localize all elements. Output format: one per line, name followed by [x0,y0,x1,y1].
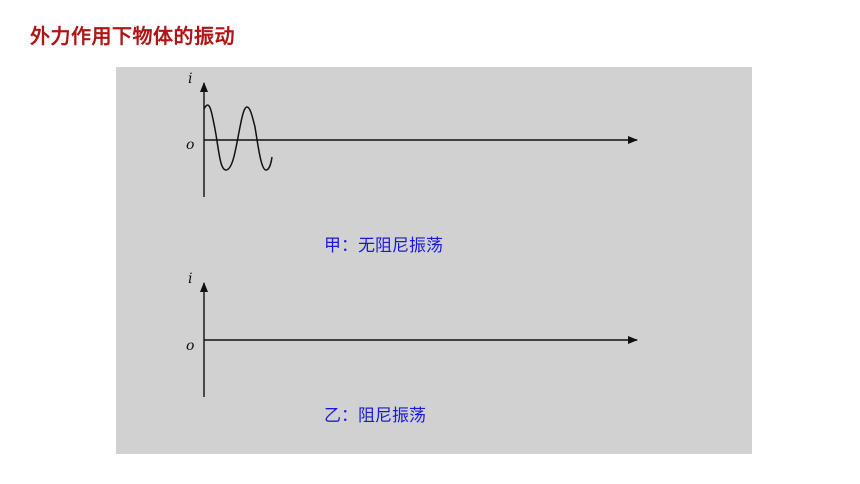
oscillation-diagram: i o 甲：无阻尼振荡 i o 乙：阻尼振荡 [186,71,638,426]
graph-jia-caption: 甲：无阻尼振荡 [324,236,443,256]
graph-yi-y-label: i [188,271,192,287]
figure-panel: i o 甲：无阻尼振荡 i o 乙：阻尼振荡 [116,67,752,454]
graph-jia-oscillation-curve [203,104,273,171]
graph-yi: i o 乙：阻尼振荡 [186,271,638,426]
graph-jia-origin-label: o [186,137,194,153]
graph-jia-y-label: i [188,71,192,87]
graph-jia: i o 甲：无阻尼振荡 [186,71,638,256]
graph-yi-origin-label: o [186,338,194,354]
graph-yi-caption: 乙：阻尼振荡 [324,406,426,426]
slide-title: 外力作用下物体的振动 [30,24,235,48]
